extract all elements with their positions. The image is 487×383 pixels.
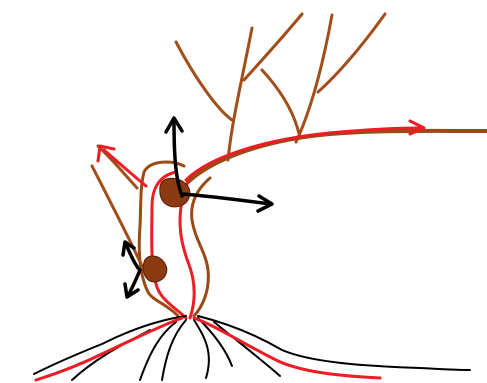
grapevine-diagram [0, 0, 487, 383]
background [0, 0, 487, 383]
